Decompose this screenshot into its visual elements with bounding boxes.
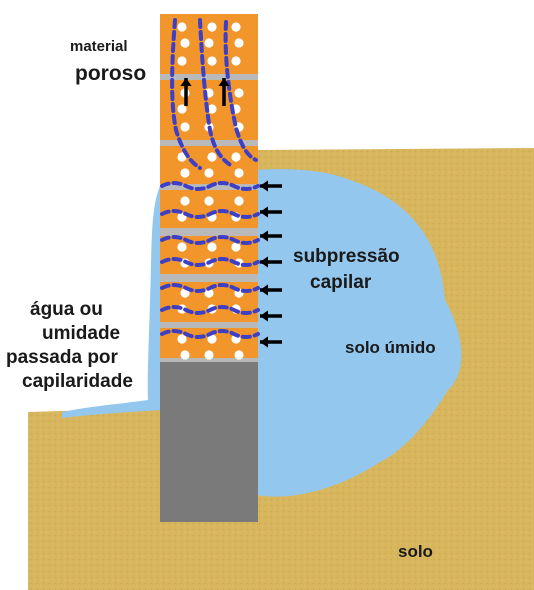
label-passada-por: passada por xyxy=(6,347,118,368)
arrow-head xyxy=(260,310,268,322)
arrow xyxy=(218,78,230,106)
moisture-lines xyxy=(160,18,260,339)
label-material: material xyxy=(70,38,128,55)
label-agua-ou: água ou xyxy=(30,299,103,320)
pore xyxy=(180,168,190,178)
moisture-line-horizontal xyxy=(160,305,260,315)
pore xyxy=(231,56,241,66)
pore xyxy=(177,242,187,252)
pore xyxy=(207,242,217,252)
moisture-line-horizontal xyxy=(160,181,260,191)
brick xyxy=(160,146,258,184)
arrow-head xyxy=(218,78,230,86)
pore xyxy=(234,350,244,360)
pore xyxy=(177,152,187,162)
arrow xyxy=(260,230,282,242)
pore xyxy=(234,196,244,206)
pore xyxy=(204,168,214,178)
moisture-line-horizontal xyxy=(160,257,260,267)
pore xyxy=(234,38,244,48)
capillary-water-trickle xyxy=(62,186,162,418)
brick xyxy=(160,190,258,228)
pore xyxy=(180,196,190,206)
pore xyxy=(234,168,244,178)
label-solo: solo xyxy=(398,542,433,561)
pore xyxy=(204,350,214,360)
pore xyxy=(204,196,214,206)
moisture-line-horizontal xyxy=(160,329,260,339)
arrow xyxy=(260,206,282,218)
label-umidade: umidade xyxy=(42,323,121,344)
pore xyxy=(204,288,214,298)
pore xyxy=(234,88,244,98)
moisture-line-vertical xyxy=(223,20,258,162)
moisture-line-horizontal xyxy=(160,209,260,219)
arrow xyxy=(260,284,282,296)
pore xyxy=(180,38,190,48)
pore xyxy=(207,104,217,114)
label-capilar: capilar xyxy=(310,272,372,293)
pore xyxy=(204,38,214,48)
pore xyxy=(177,22,187,32)
label-subpressao: subpressão xyxy=(293,246,400,267)
arrows xyxy=(180,78,282,348)
arrow-head xyxy=(180,78,192,86)
moisture-line-vertical xyxy=(198,18,234,168)
arrow-head xyxy=(260,256,268,268)
pore xyxy=(207,152,217,162)
pore xyxy=(207,22,217,32)
arrow-head xyxy=(260,336,268,348)
pore xyxy=(231,242,241,252)
wet-soil-area xyxy=(160,169,462,497)
arrow-head xyxy=(260,230,268,242)
arrow-head xyxy=(260,284,268,296)
pore xyxy=(180,350,190,360)
pore xyxy=(180,122,190,132)
pore xyxy=(177,334,187,344)
pore xyxy=(207,334,217,344)
arrow xyxy=(260,310,282,322)
moisture-line-horizontal xyxy=(160,283,260,293)
label-poroso: poroso xyxy=(75,62,147,85)
arrow-head xyxy=(260,206,268,218)
pore xyxy=(231,22,241,32)
pore xyxy=(207,56,217,66)
foundation-block xyxy=(160,362,258,522)
arrow xyxy=(260,336,282,348)
arrow xyxy=(260,256,282,268)
pore xyxy=(231,152,241,162)
arrow-head xyxy=(260,180,268,192)
arrow xyxy=(260,180,282,192)
arrow xyxy=(180,78,192,106)
label-capilaridade: capilaridade xyxy=(22,371,133,392)
moisture-line-vertical xyxy=(170,18,202,170)
label-solo-umido: solo úmido xyxy=(345,338,436,357)
pore xyxy=(177,104,187,114)
pore xyxy=(177,56,187,66)
moisture-line-horizontal xyxy=(160,235,260,245)
